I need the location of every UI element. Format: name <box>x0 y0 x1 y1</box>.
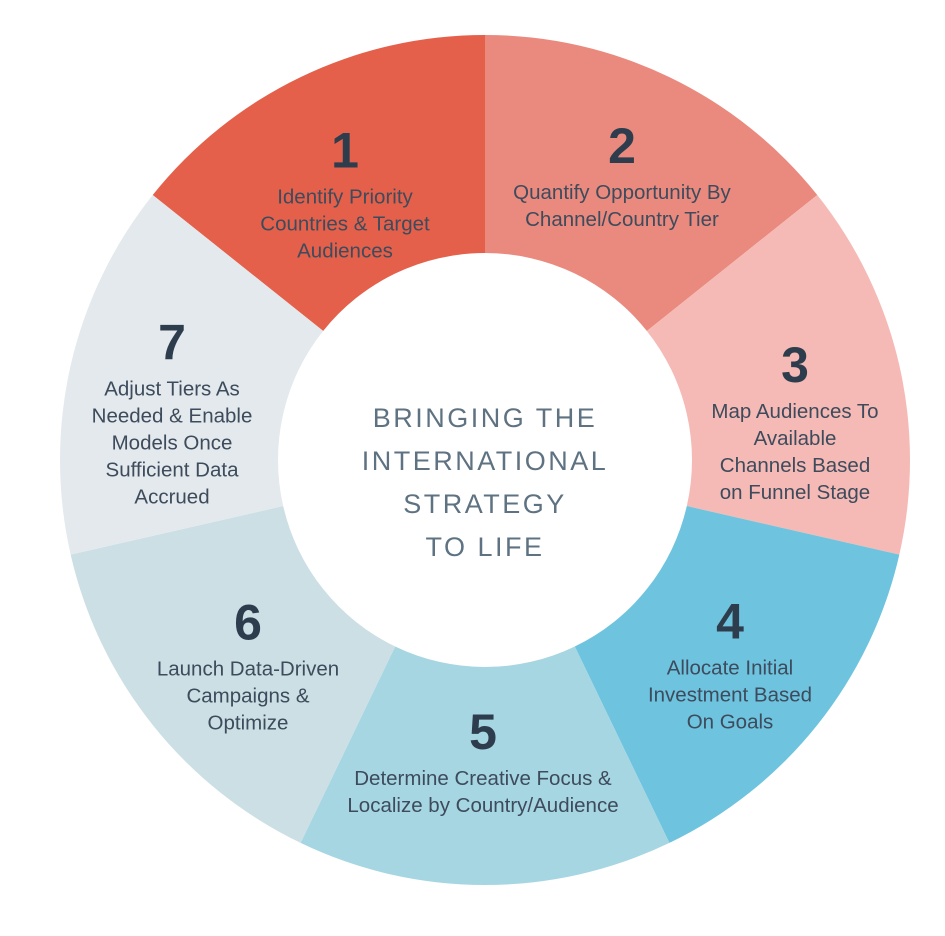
segment-arc-2 <box>485 35 818 331</box>
center-title-line: TO LIFE <box>425 532 545 562</box>
segment-arc-6 <box>70 506 396 843</box>
center-title-line: STRATEGY <box>403 489 567 519</box>
center-title-line: INTERNATIONAL <box>361 446 609 476</box>
segment-arc-4 <box>574 506 900 843</box>
segment-arc-5 <box>300 646 670 885</box>
segment-arc-1 <box>152 35 485 331</box>
segment-arc-7 <box>59 195 324 555</box>
segment-arc-3 <box>646 195 910 555</box>
center-title: BRINGING THE INTERNATIONAL STRATEGY TO L… <box>362 397 609 569</box>
center-title-line: BRINGING THE <box>372 403 598 433</box>
